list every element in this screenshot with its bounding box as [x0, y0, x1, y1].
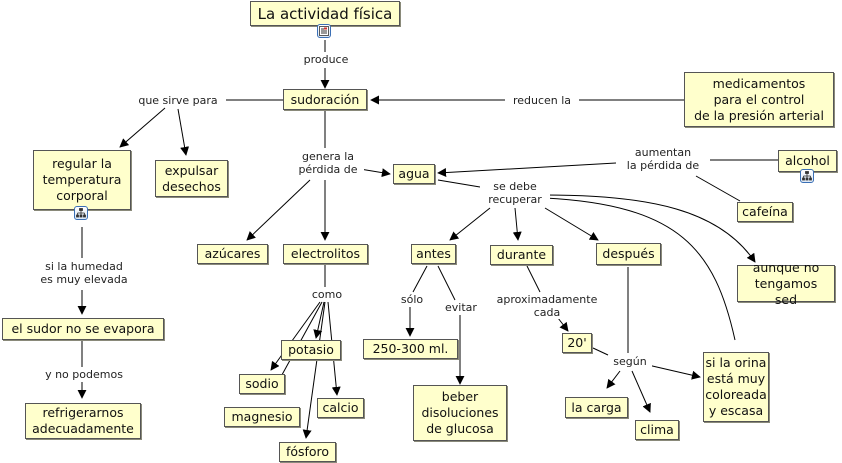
- concept-sodio[interactable]: sodio: [239, 374, 285, 394]
- concept-refrigerarnos[interactable]: refrigerarnos adecuadamente: [25, 403, 141, 439]
- link-genera-la-perdida-de: genera la pérdida de: [292, 150, 364, 176]
- concept-potasio[interactable]: potasio: [281, 340, 341, 360]
- link-evitar: evitar: [440, 301, 482, 314]
- edge: [177, 108, 190, 156]
- link-como: como: [307, 288, 347, 301]
- concept-beber-glucosa[interactable]: beber disoluciones de glucosa: [413, 385, 507, 441]
- concept-alcohol[interactable]: alcohol: [778, 150, 837, 172]
- concept-calcio[interactable]: calcio: [317, 398, 364, 418]
- edge: [437, 179, 481, 188]
- concept-sudoracion[interactable]: sudoración: [283, 89, 367, 110]
- link-reducen-la: reducen la: [505, 94, 579, 107]
- link-si-la-humedad: si la humedad es muy elevada: [35, 260, 133, 286]
- concept-la-carga[interactable]: la carga: [565, 397, 628, 418]
- concept-regular-temperatura[interactable]: regular la temperatura corporal: [33, 150, 131, 210]
- concept-despues[interactable]: después: [596, 243, 661, 265]
- concept-medicamentos[interactable]: medicamentos para el control de la presi…: [684, 72, 834, 127]
- edge: [302, 301, 326, 439]
- edge: [270, 301, 321, 371]
- edge: [606, 370, 621, 389]
- link-que-sirve-para: que sirve para: [130, 94, 226, 107]
- edge: [631, 370, 651, 413]
- concept-durante[interactable]: durante: [490, 245, 553, 265]
- link-y-no-podemos: y no podemos: [40, 368, 128, 381]
- concept-el-sudor-no-se-evapora[interactable]: el sudor no se evapora: [2, 318, 164, 340]
- edge: [512, 207, 522, 241]
- edge: [412, 265, 428, 293]
- edge: [557, 317, 569, 332]
- edge: [119, 107, 166, 148]
- concept-expulsar-desechos[interactable]: expulsar desechos: [155, 160, 228, 197]
- edge: [437, 162, 617, 178]
- concept-magnesio[interactable]: magnesio: [224, 407, 300, 427]
- edge: [592, 347, 609, 356]
- link-aumentan-la-perdida-de: aumentan la pérdida de: [616, 146, 710, 172]
- edge: [313, 301, 325, 339]
- concept-20-min[interactable]: 20': [562, 333, 592, 353]
- link-solo: sólo: [395, 293, 429, 306]
- link-produce: produce: [298, 53, 354, 66]
- edge: [246, 179, 311, 241]
- link-segun: según: [608, 355, 652, 368]
- edge: [544, 197, 736, 341]
- concept-si-la-orina[interactable]: si la orina está muy coloreada y escasa: [703, 352, 769, 422]
- concept-la-actividad-fisica[interactable]: La actividad física: [250, 1, 400, 26]
- submap-hierarchy-icon[interactable]: [800, 169, 814, 183]
- concept-electrolitos[interactable]: electrolitos: [283, 244, 368, 264]
- edge: [526, 265, 541, 293]
- submap-hierarchy-icon[interactable]: [74, 206, 88, 220]
- concept-agua[interactable]: agua: [393, 164, 435, 184]
- edge: [449, 207, 491, 241]
- edge: [544, 207, 599, 241]
- concept-azucares[interactable]: azúcares: [197, 244, 268, 264]
- resource-document-icon[interactable]: [317, 24, 331, 38]
- concept-cafeina[interactable]: cafeína: [737, 202, 793, 222]
- edge: [359, 168, 391, 178]
- edge: [695, 175, 741, 202]
- concept-clima[interactable]: clima: [635, 420, 679, 440]
- concept-fosforo[interactable]: fósforo: [279, 442, 336, 462]
- link-aproximadamente-cada: aproximadamente cada: [491, 293, 603, 319]
- concept-antes[interactable]: antes: [411, 244, 456, 264]
- edge: [544, 194, 756, 263]
- link-se-debe-recuperar: se debe recuperar: [480, 180, 550, 206]
- edge: [437, 265, 456, 301]
- concept-aunque-no-tengamos-sed[interactable]: aunque no tengamos sed: [737, 260, 835, 307]
- edge: [647, 364, 701, 380]
- concept-250-300-ml[interactable]: 250-300 ml.: [363, 339, 458, 359]
